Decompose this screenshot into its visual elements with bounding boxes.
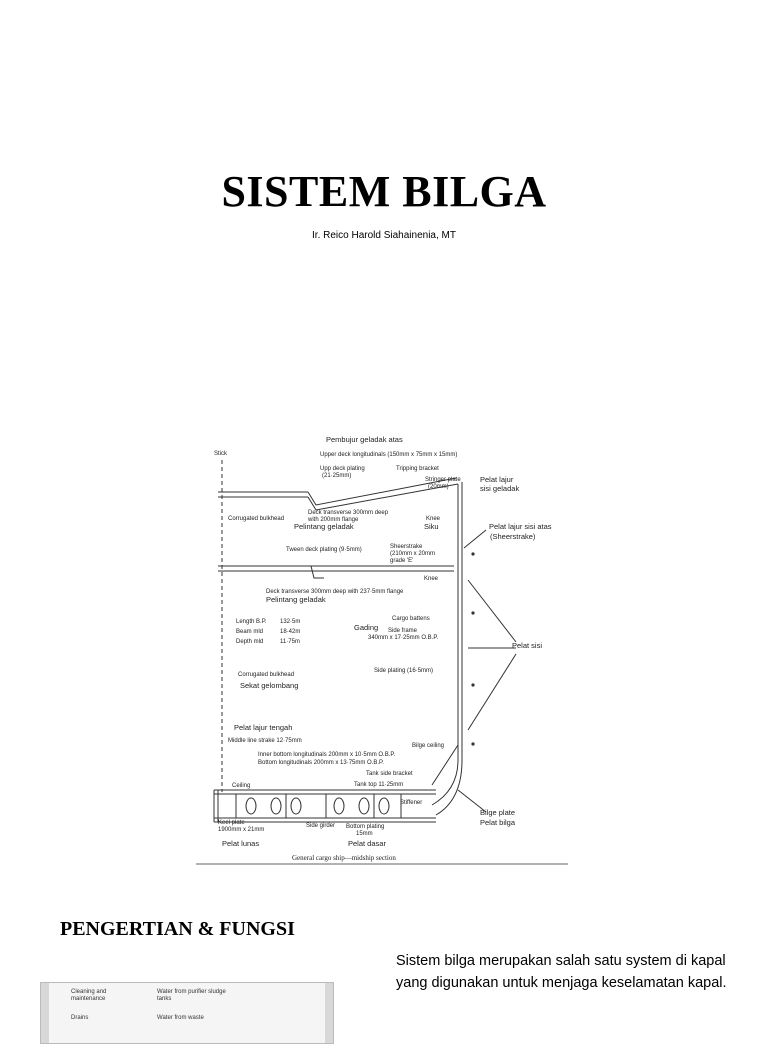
label-sheerstrake-dim-2: (210mm x 20mm: [390, 551, 435, 557]
thumb-label-cleaning: Cleaning and maintenance: [71, 989, 107, 1002]
label-knee-1: Knee: [426, 516, 441, 522]
label-cargo-battens: Cargo battens: [392, 616, 430, 622]
body-paragraph: Sistem bilga merupakan salah satu system…: [396, 953, 727, 991]
bilge-system-thumbnail: Cleaning and maintenance Water from puri…: [40, 982, 334, 1044]
label-pelat-lajur-tengah: Pelat lajur tengah: [234, 723, 292, 732]
label-sekat-gelombang: Sekat gelombang: [240, 681, 298, 690]
label-pelintang-geladak-1: Pelintang geladak: [294, 522, 354, 531]
label-bilge-plate: Bilge plate: [480, 808, 515, 817]
label-deck-transverse-2: with 200mm flange: [307, 517, 359, 523]
label-tank-top: Tank top 11·25mm: [354, 782, 403, 788]
label-stick: Stick: [214, 451, 228, 457]
label-sheerstrake-dim-3: grade 'E': [390, 558, 413, 564]
label-siku: Siku: [424, 522, 439, 531]
section-heading: PENGERTIAN & FUNGSI: [60, 918, 295, 940]
label-upper-deck-long: Upper deck longitudinals (150mm x 75mm x…: [320, 452, 457, 458]
label-tank-side-bracket: Tank side bracket: [366, 771, 413, 777]
label-inner-bottom-long: Inner bottom longitudinals 200mm x 10·5m…: [258, 752, 396, 758]
value-beam-mld: 18·42m: [280, 629, 300, 635]
label-deck-transverse-1: Deck transverse 300mm deep: [308, 510, 389, 516]
label-pelat-dasar: Pelat dasar: [348, 839, 386, 848]
label-side-frame-1: Side frame: [388, 628, 418, 634]
label-ceiling: Ceiling: [232, 783, 250, 789]
label-pelat-bilga: Pelat bilga: [480, 818, 516, 827]
label-pelat-sisi: Pelat sisi: [512, 641, 542, 650]
author-name: Ir. Reico Harold Siahainenia, MT: [312, 230, 456, 241]
label-beam-mld: Beam mld: [236, 629, 263, 635]
label-length-bp: Length B.P.: [236, 619, 267, 625]
value-length-bp: 132·5m: [280, 619, 300, 625]
label-pelat-lunas: Pelat lunas: [222, 839, 259, 848]
label-pelat-lajur-sisi-atas: Pelat lajur sisi atas: [489, 522, 552, 531]
midship-section-diagram: Pembujur geladak atas Upper deck longitu…: [196, 430, 568, 868]
label-bottom-plating-1: Bottom plating: [346, 824, 384, 830]
label-upp-deck-plating-dim: (21·25mm): [322, 473, 351, 479]
label-sheerstrake: (Sheerstrake): [490, 532, 536, 541]
label-pelintang-geladak-2: Pelintang geladak: [266, 595, 326, 604]
thumb-label-waste: Water from waste: [157, 1015, 204, 1021]
label-pembujur-geladak-atas: Pembujur geladak atas: [326, 435, 403, 444]
label-corrugated-bulkhead-top: Corrugated bulkhead: [228, 516, 284, 522]
label-deck-transverse-lower: Deck transverse 300mm deep with 237·5mm …: [266, 589, 404, 595]
label-upp-deck-plating: Upp deck plating: [320, 466, 365, 472]
label-stiffener: Stiffener: [400, 800, 422, 806]
value-depth-mld: 11·75m: [280, 639, 300, 645]
label-middle-line-strake: Middle line strake 12·75mm: [228, 738, 302, 744]
label-bottom-plating-2: 15mm: [356, 831, 373, 837]
label-stringer-plate-dim: (20mm): [428, 484, 449, 490]
thumbnail-canvas: Cleaning and maintenance Water from puri…: [49, 983, 325, 1043]
label-bilge-ceiling: Bilge ceiling: [412, 743, 444, 749]
label-gading: Gading: [354, 623, 378, 632]
label-tripping-bracket: Tripping bracket: [396, 466, 439, 472]
label-bottom-long: Bottom longitudinals 200mm x 13·75mm O.B…: [258, 760, 384, 766]
label-pelat-lajur-2: sisi geladak: [480, 484, 519, 493]
label-stringer-plate: Stringer plate: [425, 477, 461, 483]
midship-section-figure: Pembujur geladak atas Upper deck longitu…: [196, 430, 568, 868]
label-side-plating: Side plating (16·5mm): [374, 668, 433, 674]
label-knee-2: Knee: [424, 576, 439, 582]
label-side-frame-2: 340mm x 17·25mm O.B.P.: [368, 635, 439, 641]
thumb-label-purifier: Water from purifier sludge tanks: [157, 989, 226, 1002]
label-depth-mld: Depth mld: [236, 639, 263, 645]
page-title: SISTEM BILGA: [221, 167, 547, 216]
label-corrugated-bulkhead: Corrugated bulkhead: [238, 672, 294, 678]
label-keel-plate-1: Keel plate: [218, 820, 245, 826]
label-pelat-lajur-1: Pelat lajur: [480, 475, 514, 484]
label-tween-deck-plating: Tween deck plating (9·5mm): [286, 547, 362, 553]
label-sheerstrake-dim-1: Sheerstrake: [390, 544, 423, 550]
label-keel-plate-2: 1900mm x 21mm: [218, 827, 264, 833]
figure-caption: General cargo ship—midship section: [292, 854, 396, 862]
label-side-girder: Side girder: [306, 823, 335, 829]
thumb-label-drains: Drains: [71, 1015, 89, 1021]
